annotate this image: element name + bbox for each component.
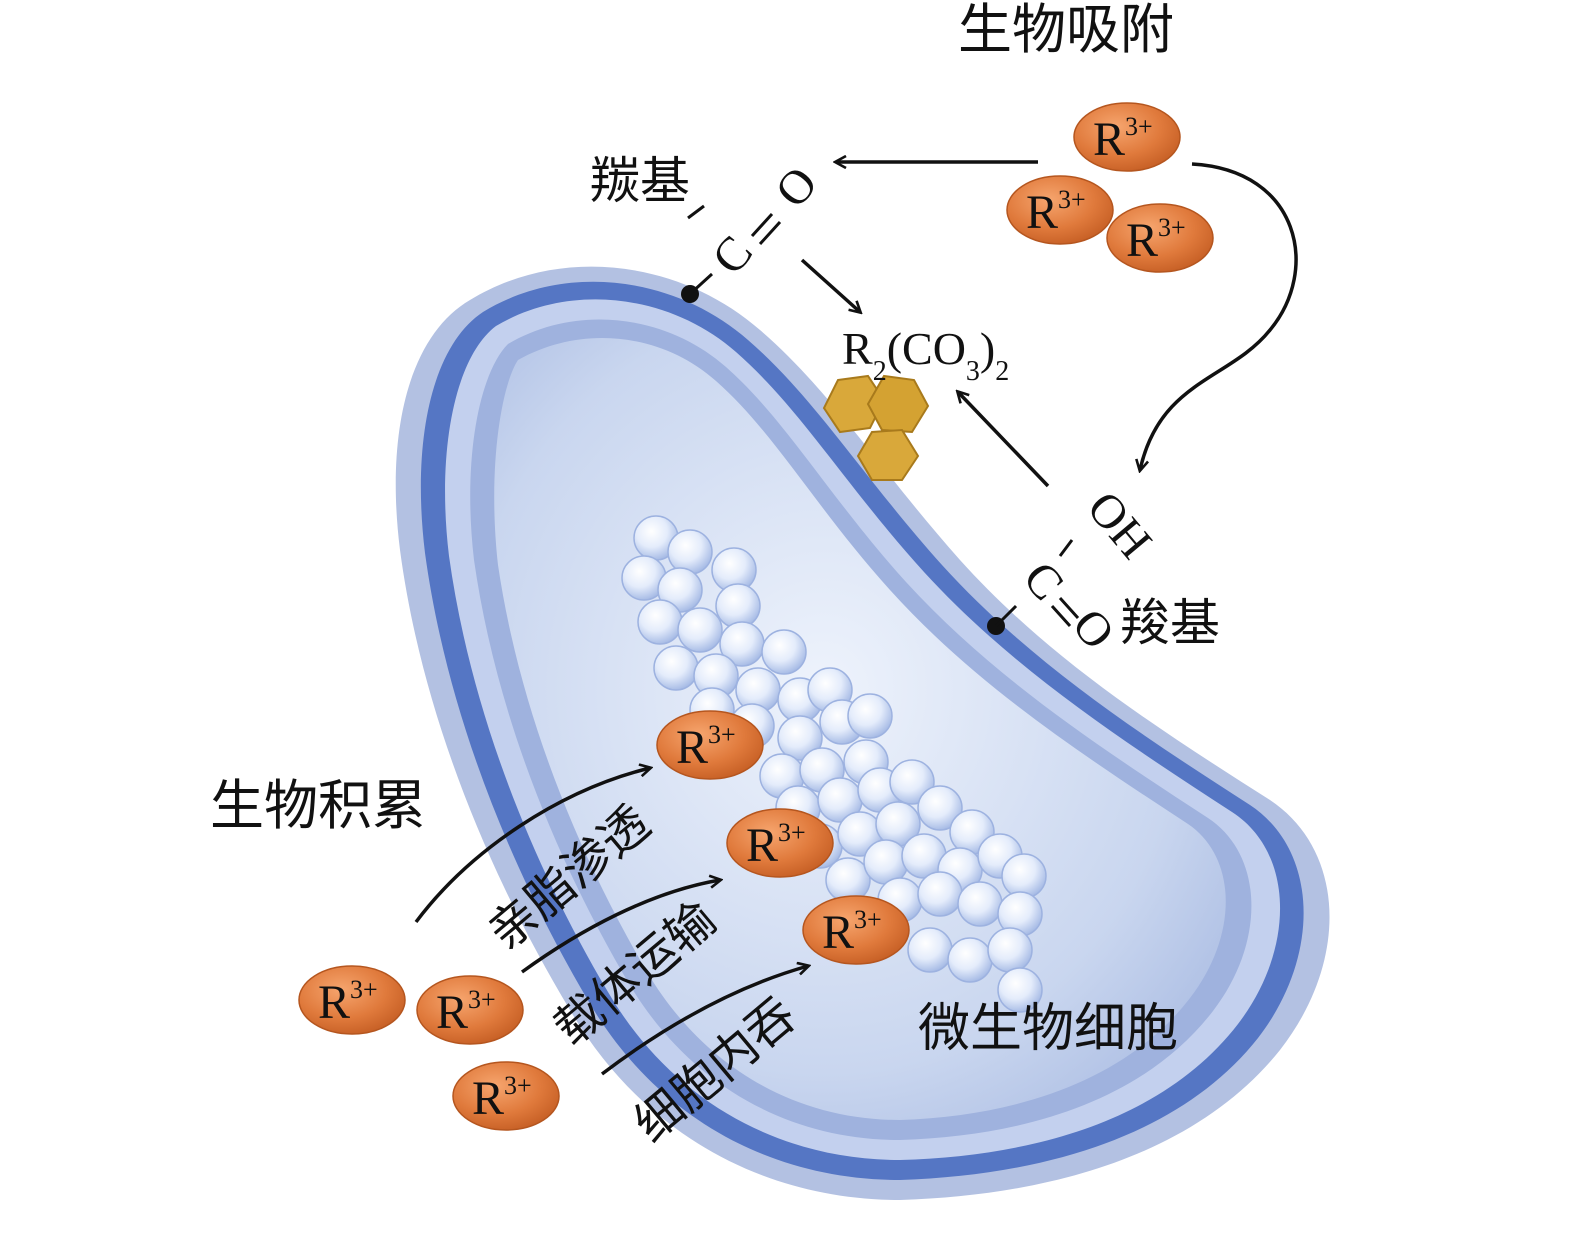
metal-ion: R3+	[1073, 102, 1181, 172]
ion-ellipse	[1073, 102, 1181, 172]
metal-ion: R3+	[1106, 203, 1214, 273]
vesicle	[987, 927, 1033, 973]
ion-label: R3+	[676, 720, 736, 774]
vesicle	[637, 599, 683, 645]
ion-label: R3+	[822, 905, 882, 959]
vesicle	[715, 583, 761, 629]
bioaccumulation-title: 生物积累	[210, 774, 426, 837]
vesicle	[997, 967, 1043, 1013]
carboxyl-label: 羧基	[1120, 594, 1220, 652]
ion-label: R3+	[472, 1071, 532, 1125]
arrow-lipophilic	[414, 768, 650, 924]
arrow-carbonyl-to-precipitate	[800, 258, 860, 312]
carbonyl-group: C O	[681, 157, 828, 303]
ion-ellipse	[802, 895, 910, 965]
vesicle	[907, 927, 953, 973]
carbonyl-label: 羰基	[590, 152, 690, 210]
arrow-carrier	[520, 880, 720, 974]
carbonyl-oxygen: O	[765, 157, 828, 218]
vesicle	[947, 937, 993, 983]
vesicle	[917, 871, 963, 917]
vesicle	[761, 629, 807, 675]
ion-label: R3+	[436, 985, 496, 1039]
crystal-hexagon	[822, 374, 886, 434]
metal-ion: R3+	[656, 710, 764, 780]
arrow-carboxyl-to-precipitate	[958, 392, 1050, 488]
vesicle	[653, 645, 699, 691]
ion-group: R3+R3+R3+R3+R3+R3+R3+R3+R3+	[298, 102, 1214, 1131]
ion-label: R3+	[1126, 213, 1186, 267]
metal-ion: R3+	[726, 808, 834, 878]
vesicle	[847, 693, 893, 739]
arrow-curve-to-carboxyl	[1140, 162, 1298, 470]
ion-ellipse	[656, 710, 764, 780]
ion-label: R3+	[1026, 185, 1086, 239]
ion-ellipse	[452, 1061, 560, 1131]
vesicle	[957, 881, 1003, 927]
vesicle	[667, 529, 713, 575]
ion-label: R3+	[1093, 112, 1153, 166]
process-arrows	[414, 162, 1298, 1076]
vesicle	[917, 785, 963, 831]
vesicle-cluster	[621, 515, 1047, 1013]
ion-ellipse	[1006, 175, 1114, 245]
ion-label: R3+	[746, 818, 806, 872]
metal-ion: R3+	[452, 1061, 560, 1131]
precipitate-formula: R2(CO3)2	[842, 323, 1009, 387]
metal-ion: R3+	[802, 895, 910, 965]
metal-ion: R3+	[298, 965, 406, 1035]
ion-label: R3+	[318, 975, 378, 1029]
crystal-hexagon	[856, 428, 920, 481]
biosorption-title: 生物吸附	[958, 0, 1174, 61]
metal-ion: R3+	[1006, 175, 1114, 245]
cell-label: 微生物细胞	[918, 999, 1178, 1059]
metal-ion: R3+	[416, 975, 524, 1045]
ion-ellipse	[1106, 203, 1214, 273]
ion-ellipse	[416, 975, 524, 1045]
vesicle	[677, 607, 723, 653]
vesicle	[1001, 853, 1047, 899]
vesicle	[777, 715, 823, 761]
precipitate-crystals	[822, 374, 930, 481]
crystal-hexagon	[866, 374, 930, 434]
arrow-endocytosis	[600, 966, 808, 1076]
carboxyl-hydroxyl: OH	[1077, 482, 1162, 569]
ion-ellipse	[726, 808, 834, 878]
ion-ellipse	[298, 965, 406, 1035]
carboxyl-oxygen: O	[1062, 599, 1125, 660]
